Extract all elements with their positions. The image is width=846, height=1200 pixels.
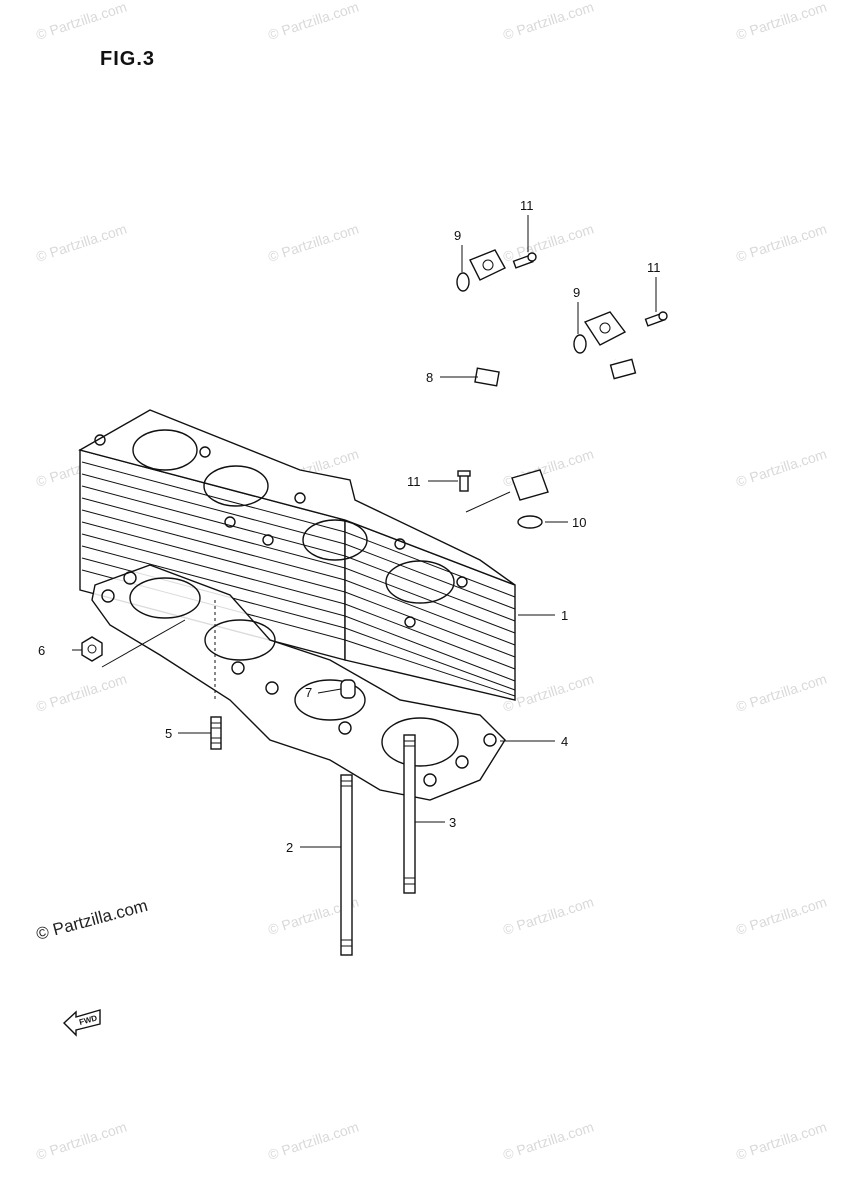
bolt xyxy=(644,311,668,327)
callout-label: 7 xyxy=(305,685,312,700)
watermark-main: © Partzilla.com xyxy=(34,896,150,944)
oil-pipe-assembly xyxy=(469,249,643,501)
forward-arrow-icon: FWD xyxy=(62,1009,101,1037)
o-ring xyxy=(517,515,543,529)
callout-label: 11 xyxy=(407,474,421,489)
watermark: © Partzilla.com xyxy=(34,220,129,264)
watermark: © Partzilla.com xyxy=(501,220,596,264)
watermark: © Partzilla.com xyxy=(34,1118,129,1162)
watermark: © Partzilla.com xyxy=(34,670,129,714)
callout-label: 5 xyxy=(165,726,172,741)
dowel-pin xyxy=(340,679,356,699)
watermark: © Partzilla.com xyxy=(266,1118,361,1162)
cylinder-base-gasket xyxy=(91,564,506,801)
callout-labels: 1 2 3 4 5 6 7 8 9 9 10 11 11 11 xyxy=(38,198,661,855)
watermark: © Partzilla.com xyxy=(734,1118,829,1162)
watermark: © Partzilla.com xyxy=(734,445,829,489)
watermark: © Partzilla.com xyxy=(501,893,596,937)
callout-label: 2 xyxy=(286,840,293,855)
watermark: © Partzilla.com xyxy=(734,670,829,714)
bolt xyxy=(512,252,537,269)
stud-medium xyxy=(403,734,416,894)
callout-label: 11 xyxy=(647,260,661,275)
watermark: © Partzilla.com xyxy=(266,0,361,43)
callout-label: 4 xyxy=(561,734,568,749)
watermark: © Partzilla.com xyxy=(734,0,829,43)
stud-long xyxy=(340,774,353,956)
callout-label: 9 xyxy=(573,285,580,300)
callout-label: 11 xyxy=(520,198,534,213)
watermark: © Partzilla.com xyxy=(501,0,596,43)
watermark: © Partzilla.com xyxy=(501,1118,596,1162)
o-ring xyxy=(456,272,470,292)
bolt xyxy=(457,470,471,492)
callout-label: 1 xyxy=(561,608,568,623)
leader-lines xyxy=(72,215,657,848)
stud-short xyxy=(210,716,222,750)
watermark: © Partzilla.com xyxy=(734,220,829,264)
nut xyxy=(81,636,103,662)
o-ring xyxy=(573,334,587,354)
callout-label: 6 xyxy=(38,643,45,658)
callout-label: 3 xyxy=(449,815,456,830)
callout-label: 10 xyxy=(572,515,586,530)
watermark: © Partzilla.com xyxy=(266,220,361,264)
callout-label: 9 xyxy=(454,228,461,243)
watermark: © Partzilla.com xyxy=(734,893,829,937)
watermark: © Partzilla.com xyxy=(34,0,129,43)
figure-title: FIG.3 xyxy=(100,48,156,70)
callout-label: 8 xyxy=(426,370,433,385)
